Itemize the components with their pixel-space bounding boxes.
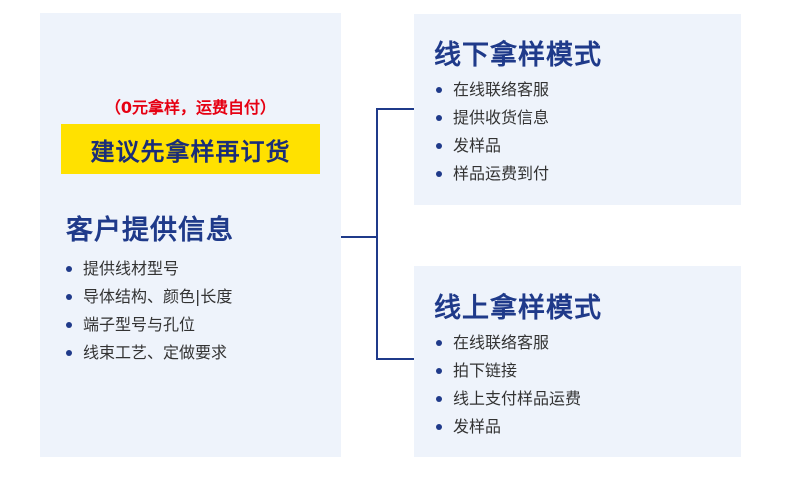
list-item-text: 线束工艺、定做要求 xyxy=(83,343,228,362)
list-item-text: 导体结构、颜色|长度 xyxy=(83,287,233,306)
bullet-dot-icon xyxy=(436,424,442,430)
list-item: 提供线材型号 xyxy=(66,255,232,283)
bullet-dot-icon xyxy=(66,294,72,300)
list-item-text: 发样品 xyxy=(453,417,502,436)
bullet-dot-icon xyxy=(66,266,72,272)
list-item-text: 样品运费到付 xyxy=(453,164,550,183)
bullet-dot-icon xyxy=(436,368,442,374)
bullet-dot-icon xyxy=(436,143,442,149)
list-item: 拍下链接 xyxy=(436,357,581,385)
online-mode-title: 线上拿样模式 xyxy=(434,293,602,324)
list-item: 发样品 xyxy=(436,132,549,160)
bullet-dot-icon xyxy=(436,396,442,402)
recommend-banner: 建议先拿样再订货 xyxy=(61,124,320,174)
list-item: 在线联络客服 xyxy=(436,329,581,357)
list-item-text: 线上支付样品运费 xyxy=(453,389,582,408)
bullet-dot-icon xyxy=(436,340,442,346)
offline-sample-panel xyxy=(414,14,741,205)
connector-line xyxy=(341,236,378,238)
bullet-dot-icon xyxy=(436,87,442,93)
list-item-text: 发样品 xyxy=(453,136,502,155)
customer-info-title: 客户提供信息 xyxy=(66,215,234,246)
list-item: 端子型号与孔位 xyxy=(66,311,232,339)
list-item-text: 在线联络客服 xyxy=(453,333,550,352)
bullet-dot-icon xyxy=(436,171,442,177)
online-sample-panel xyxy=(414,266,741,457)
online-mode-list: 在线联络客服 拍下链接 线上支付样品运费 发样品 xyxy=(436,329,581,441)
customer-info-list: 提供线材型号 导体结构、颜色|长度 端子型号与孔位 线束工艺、定做要求 xyxy=(66,255,232,367)
list-item: 提供收货信息 xyxy=(436,104,549,132)
list-item-text: 拍下链接 xyxy=(453,361,518,380)
offline-mode-list: 在线联络客服 提供收货信息 发样品 样品运费到付 xyxy=(436,76,549,188)
list-item: 线束工艺、定做要求 xyxy=(66,339,232,367)
free-sample-note: （0元拿样，运费自付） xyxy=(104,98,277,117)
connector-line xyxy=(376,108,378,360)
bullet-dot-icon xyxy=(66,350,72,356)
recommend-banner-text: 建议先拿样再订货 xyxy=(90,137,291,166)
list-item-text: 端子型号与孔位 xyxy=(83,315,196,334)
list-item-text: 提供线材型号 xyxy=(83,259,180,278)
bullet-dot-icon xyxy=(436,115,442,121)
list-item: 在线联络客服 xyxy=(436,76,549,104)
list-item-text: 在线联络客服 xyxy=(453,80,550,99)
customer-info-panel xyxy=(40,13,341,457)
list-item-text: 提供收货信息 xyxy=(453,108,550,127)
list-item: 导体结构、颜色|长度 xyxy=(66,283,232,311)
list-item: 发样品 xyxy=(436,413,581,441)
connector-line xyxy=(376,108,414,110)
list-item: 样品运费到付 xyxy=(436,160,549,188)
list-item: 线上支付样品运费 xyxy=(436,385,581,413)
offline-mode-title: 线下拿样模式 xyxy=(434,40,602,71)
connector-line xyxy=(376,358,414,360)
bullet-dot-icon xyxy=(66,322,72,328)
